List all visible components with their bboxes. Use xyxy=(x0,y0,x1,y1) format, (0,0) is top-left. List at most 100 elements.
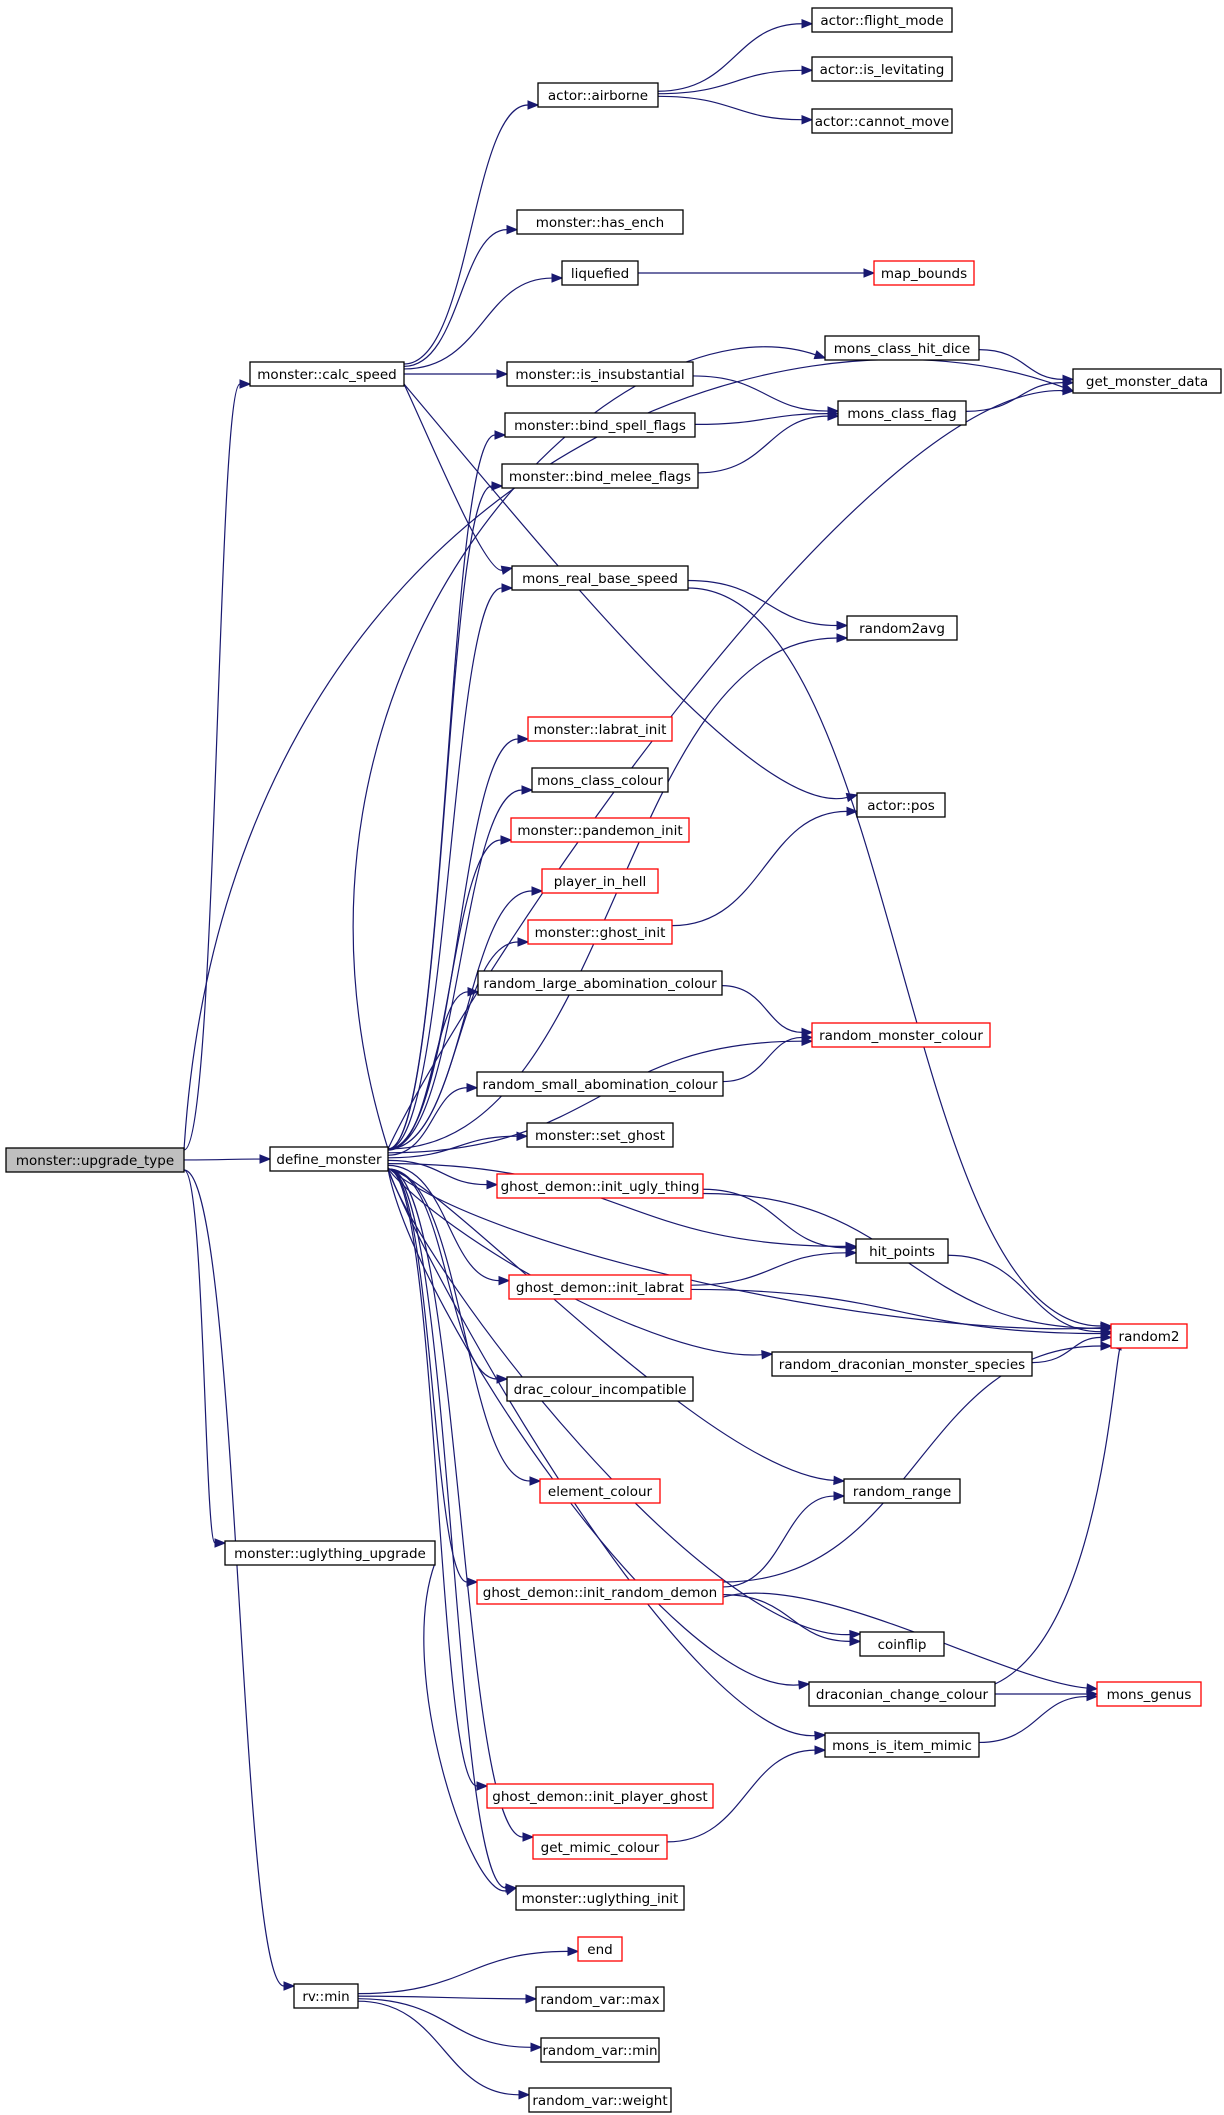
node-rv-weight[interactable]: random_var::weight xyxy=(528,2087,672,2113)
edge-arrowhead xyxy=(525,1994,538,2004)
node-define-monster[interactable]: define_monster xyxy=(269,1146,389,1172)
node-random2avg[interactable]: random2avg xyxy=(846,615,958,641)
node-flight-mode[interactable]: actor::flight_mode xyxy=(811,7,953,33)
node-upgrade-type[interactable]: monster::upgrade_type xyxy=(5,1147,185,1173)
node-hit-points[interactable]: hit_points xyxy=(855,1238,949,1264)
node-init-player-ghost[interactable]: ghost_demon::init_player_ghost xyxy=(486,1783,714,1809)
node-random-monster-colour[interactable]: random_monster_colour xyxy=(811,1022,991,1048)
edge-line xyxy=(657,95,803,121)
edge-line xyxy=(1031,1336,1102,1364)
node-label: ghost_demon::init_labrat xyxy=(516,1280,684,1296)
edge-line xyxy=(387,1168,800,1686)
node-box xyxy=(577,1936,623,1962)
edge-arrowhead xyxy=(761,1350,774,1360)
node-label: random_var::max xyxy=(540,1992,659,2008)
edge-line xyxy=(387,1168,507,1889)
node-label: get_mimic_colour xyxy=(541,1840,660,1856)
node-large-abom[interactable]: random_large_abomination_colour xyxy=(477,970,723,996)
call-edge xyxy=(687,579,849,631)
node-drac-change[interactable]: draconian_change_colour xyxy=(808,1681,996,1707)
node-hit-dice[interactable]: mons_class_hit_dice xyxy=(824,335,980,361)
call-edge xyxy=(671,806,859,927)
edge-line xyxy=(183,1158,261,1161)
node-is-insubstantial[interactable]: monster::is_insubstantial xyxy=(506,361,694,387)
node-box xyxy=(516,209,684,235)
edge-line xyxy=(387,1163,847,1247)
node-class-colour[interactable]: mons_class_colour xyxy=(531,767,669,793)
node-small-abom[interactable]: random_small_abomination_colour xyxy=(476,1071,724,1097)
node-uglything-init[interactable]: monster::uglything_init xyxy=(515,1885,685,1911)
node-labrat-init[interactable]: monster::labrat_init xyxy=(527,716,673,742)
node-get-mimic-colour[interactable]: get_mimic_colour xyxy=(532,1834,668,1860)
node-get-monster-data[interactable]: get_monster_data xyxy=(1072,368,1222,394)
node-airborne[interactable]: actor::airborne xyxy=(537,82,659,108)
node-mons-genus[interactable]: mons_genus xyxy=(1096,1681,1202,1707)
edge-line xyxy=(692,375,829,412)
node-init-random-demon[interactable]: ghost_demon::init_random_demon xyxy=(476,1579,724,1605)
edge-line xyxy=(722,1594,851,1642)
node-real-base-speed[interactable]: mons_real_base_speed xyxy=(511,565,689,591)
call-edge xyxy=(357,1994,538,2004)
node-has-ench[interactable]: monster::has_ench xyxy=(516,209,684,235)
edge-line xyxy=(387,1164,500,1282)
edge-line xyxy=(403,277,553,370)
node-drac-incompat[interactable]: drac_colour_incompatible xyxy=(506,1376,694,1402)
call-edge xyxy=(722,1594,862,1647)
node-box xyxy=(486,1783,714,1809)
node-liquefied[interactable]: liquefied xyxy=(561,260,639,286)
node-bind-melee[interactable]: monster::bind_melee_flags xyxy=(501,463,699,489)
node-item-mimic[interactable]: mons_is_item_mimic xyxy=(824,1732,980,1758)
edge-line xyxy=(387,1168,468,1583)
node-map-bounds[interactable]: map_bounds xyxy=(873,260,975,286)
edge-line xyxy=(357,1998,532,2048)
call-edge xyxy=(666,1745,827,1843)
node-random-range[interactable]: random_range xyxy=(843,1478,961,1504)
edge-arrowhead xyxy=(801,65,814,76)
call-edge xyxy=(722,1592,1099,1693)
node-draconian-species[interactable]: random_draconian_monster_species xyxy=(771,1351,1033,1377)
node-uglything-upgrade[interactable]: monster::uglything_upgrade xyxy=(224,1540,436,1566)
node-label: coinflip xyxy=(878,1637,927,1653)
call-edge xyxy=(697,411,840,474)
node-coinflip[interactable]: coinflip xyxy=(859,1631,945,1657)
node-rvar-min[interactable]: random_var::min xyxy=(540,2037,660,2063)
edge-arrowhead xyxy=(845,1241,858,1252)
node-label: draconian_change_colour xyxy=(816,1687,989,1703)
node-box xyxy=(539,1478,661,1504)
node-box xyxy=(855,1238,949,1264)
node-init-labrat[interactable]: ghost_demon::init_labrat xyxy=(508,1274,692,1300)
edge-arrowhead xyxy=(863,268,876,278)
node-is-levitating[interactable]: actor::is_levitating xyxy=(811,56,953,82)
edge-arrowhead xyxy=(517,734,530,744)
call-edge xyxy=(994,1341,1122,1685)
node-rv-max[interactable]: random_var::max xyxy=(535,1986,665,2012)
node-init-ugly[interactable]: ghost_demon::init_ugly_thing xyxy=(496,1173,704,1199)
node-set-ghost[interactable]: monster::set_ghost xyxy=(526,1122,674,1148)
node-class-flag[interactable]: mons_class_flag xyxy=(837,400,967,426)
edge-line xyxy=(387,1168,835,1482)
node-label: mons_class_flag xyxy=(847,406,956,422)
node-cannot-move[interactable]: actor::cannot_move xyxy=(811,108,953,134)
edge-arrowhead xyxy=(846,806,859,817)
node-end[interactable]: end xyxy=(577,1936,623,1962)
node-calc-speed[interactable]: monster::calc_speed xyxy=(249,361,405,387)
edge-arrowhead xyxy=(522,1832,535,1842)
node-actor-pos[interactable]: actor::pos xyxy=(856,792,946,818)
node-label: define_monster xyxy=(276,1152,382,1168)
nodes-layer: monster::upgrade_type monster::calc_speed… xyxy=(5,7,1222,2113)
node-box xyxy=(537,82,659,108)
node-ghost-init[interactable]: monster::ghost_init xyxy=(527,919,673,945)
edge-line xyxy=(387,1167,1102,1330)
node-pandemon-init[interactable]: monster::pandemon_init xyxy=(510,817,690,843)
node-player-in-hell[interactable]: player_in_hell xyxy=(541,868,659,894)
node-rv-min[interactable]: rv::min xyxy=(293,1983,359,2009)
edge-arrowhead xyxy=(486,1179,499,1190)
node-box xyxy=(1110,1323,1188,1349)
node-bind-spell[interactable]: monster::bind_spell_flags xyxy=(504,412,696,438)
node-element-colour[interactable]: element_colour xyxy=(539,1478,661,1504)
call-edge xyxy=(638,268,876,278)
call-edge xyxy=(403,383,514,575)
node-box xyxy=(506,1376,694,1402)
call-edge xyxy=(387,1164,511,1286)
node-random2[interactable]: random2 xyxy=(1110,1323,1188,1349)
